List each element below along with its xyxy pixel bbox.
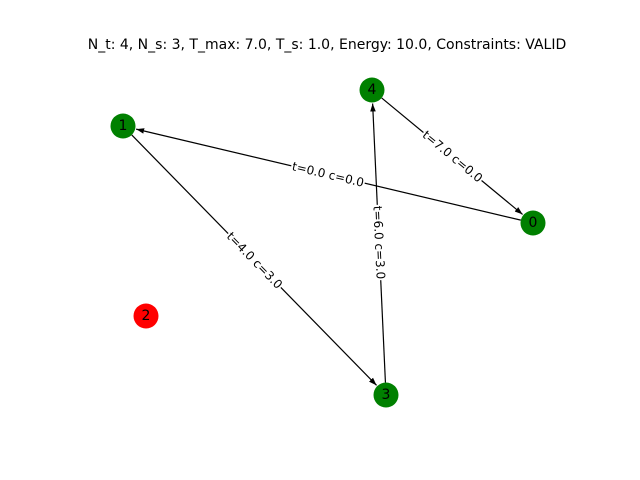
edge-label-group-3-4: t=6.0 c=3.0 [370,204,388,281]
nodes-layer: 0 1 2 3 4 [110,77,546,408]
edge-label: t=4.0 c=3.0 [224,229,285,291]
node-2 [133,303,159,329]
edge-label-group-4-0: t=7.0 c=0.0 [419,127,486,186]
edge-label-background [289,159,367,190]
node-label-2: 2 [142,308,151,324]
node-label-3: 3 [382,387,391,403]
edge-label-background [223,229,286,292]
edge-label-group-0-1: t=0.0 c=0.0 [289,159,367,190]
node-3 [373,382,399,408]
node-4 [359,77,385,103]
node-1 [110,113,136,139]
edge-label: t=6.0 c=3.0 [370,206,387,280]
node-label-4: 4 [368,82,377,98]
edge-label-background [419,127,486,186]
edges-layer: t=0.0 c=0.0 t=4.0 c=3.0 t=6.0 c=3.0 t=7.0 c… [131,97,523,386]
node-label-1: 1 [119,118,128,134]
edge-label: t=0.0 c=0.0 [291,159,366,190]
node-0 [520,210,546,236]
figure-title: N_t: 4, N_s: 3, T_max: 7.0, T_s: 1.0, En… [88,37,567,53]
edge-label: t=7.0 c=0.0 [420,128,486,186]
edge-label-background [371,204,387,281]
edge-label-group-1-3: t=4.0 c=3.0 [223,229,286,292]
node-label-0: 0 [529,215,538,231]
